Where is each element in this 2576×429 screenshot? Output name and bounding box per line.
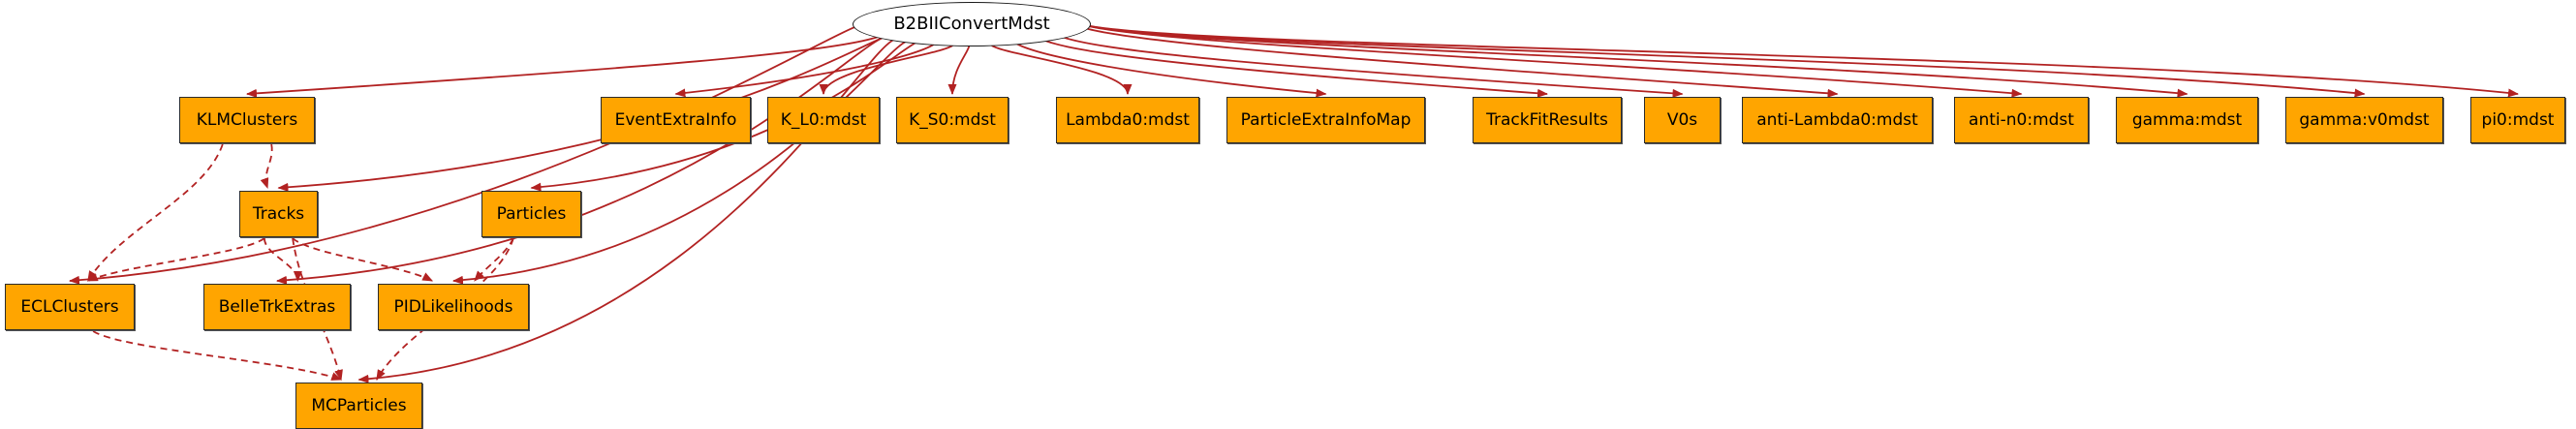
edge-root-to-particleextrainfomap (1015, 43, 1327, 98)
edge-klmclusters-to-tracks (260, 143, 273, 189)
node-ks0mdst[interactable]: K_S0:mdst (896, 97, 1009, 143)
node-label: V0s (1666, 109, 1698, 130)
node-particleextrainfomap[interactable]: ParticleExtraInfoMap (1226, 97, 1425, 143)
node-klmclusters[interactable]: KLMClusters (179, 97, 315, 143)
edge-root-to-v0s (1060, 35, 1684, 98)
edge-root-to-gammav0mdst (1080, 23, 2366, 98)
node-label: B2BIIConvertMdst (893, 14, 1050, 34)
node-label: K_S0:mdst (909, 109, 996, 130)
edge-tracks-to-belletrkextras (264, 237, 302, 282)
node-antilambda0mdst[interactable]: anti-Lambda0:mdst (1742, 97, 1933, 143)
edge-root-to-pi0mdst (1080, 23, 2519, 98)
node-label: gamma:mdst (2131, 109, 2243, 130)
edge-root-to-eclclusters (69, 23, 863, 285)
edge-klmclusters-to-eclclusters (86, 143, 224, 282)
node-label: ParticleExtraInfoMap (1240, 109, 1412, 130)
edge-root-to-lambda0mdst (990, 44, 1133, 95)
edge-eclclusters-to-mcparticles (92, 330, 343, 381)
node-kl0mdst[interactable]: K_L0:mdst (767, 97, 880, 143)
node-gammamdst[interactable]: gamma:mdst (2116, 97, 2258, 143)
node-label: ECLClusters (20, 296, 119, 317)
edge-root-to-belletrkextras (276, 36, 885, 285)
node-label: TrackFitResults (1486, 109, 1608, 130)
node-label: Particles (496, 203, 567, 224)
edge-root-to-gammamdst (1080, 23, 2188, 98)
edge-root-to-antilambda0mdst (1080, 25, 1839, 98)
node-trackfitresults[interactable]: TrackFitResults (1473, 97, 1622, 143)
node-label: MCParticles (311, 395, 407, 415)
node-antin0mdst[interactable]: anti-n0:mdst (1954, 97, 2089, 143)
node-label: anti-n0:mdst (1969, 109, 2074, 130)
edge-tracks-to-eclclusters (86, 237, 265, 282)
edge-root-to-trackfitresults (1043, 39, 1548, 98)
node-label: Tracks (252, 203, 305, 224)
node-tracks[interactable]: Tracks (239, 191, 318, 237)
node-label: BelleTrkExtras (218, 296, 336, 317)
node-label: Lambda0:mdst (1066, 109, 1190, 130)
node-root[interactable]: B2BIIConvertMdst (853, 2, 1091, 46)
node-label: pi0:mdst (2481, 109, 2555, 130)
edge-root-to-klmclusters (246, 35, 882, 98)
node-pi0mdst[interactable]: pi0:mdst (2470, 97, 2565, 143)
node-label: K_L0:mdst (780, 109, 867, 130)
node-belletrkextras[interactable]: BelleTrkExtras (203, 284, 351, 330)
node-eclclusters[interactable]: ECLClusters (5, 284, 135, 330)
node-v0s[interactable]: V0s (1644, 97, 1721, 143)
node-label: EventExtraInfo (614, 109, 737, 130)
edge-tracks-to-pidlikelihoods (292, 237, 434, 282)
node-label: anti-Lambda0:mdst (1756, 109, 1918, 130)
edge-root-to-pidlikelihoods (452, 40, 908, 285)
edge-root-to-mcparticles (357, 38, 895, 383)
node-label: PIDLikelihoods (393, 296, 513, 317)
node-lambda0mdst[interactable]: Lambda0:mdst (1056, 97, 1199, 143)
node-gammav0mdst[interactable]: gamma:v0mdst (2285, 97, 2443, 143)
node-label: gamma:v0mdst (2299, 109, 2430, 130)
node-label: KLMClusters (196, 109, 298, 130)
node-eventextrainfo[interactable]: EventExtraInfo (601, 97, 751, 143)
edge-root-to-ks0mdst (947, 45, 971, 95)
node-mcparticles[interactable]: MCParticles (295, 383, 422, 429)
node-particles[interactable]: Particles (481, 191, 581, 237)
node-pidlikelihoods[interactable]: PIDLikelihoods (378, 284, 529, 330)
